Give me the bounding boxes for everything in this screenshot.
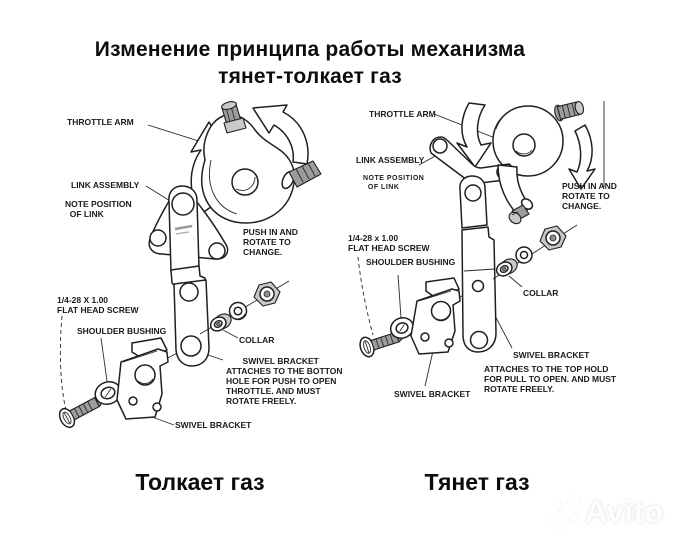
right-label-throttle-arm: THROTTLE ARM (369, 109, 436, 119)
washer-drawing (515, 246, 533, 264)
rotate-arrow-down-icon (456, 102, 492, 168)
right-label-note-position: NOTE POSITION OF LINK (363, 175, 425, 191)
left-label-collar: COLLAR (239, 335, 275, 345)
nut-drawing (539, 225, 567, 251)
throttle-arm-drawing (492, 105, 564, 177)
left-label-swivel-bracket: SWIVEL BRACKET (175, 420, 252, 430)
left-label-flat-head-screw: 1/4-28 X 1.00 FLAT HEAD SCREW (57, 295, 139, 315)
swivel-bracket-drawing (410, 277, 461, 355)
arm-screw-icon (508, 198, 534, 225)
right-label-swivel-bracket-right: SWIVEL BRACKET (513, 350, 590, 360)
page-title: Изменение принципа работы механизма тяне… (0, 36, 620, 90)
collar-drawing (209, 313, 232, 332)
throttle-arm-drawing (201, 113, 296, 224)
top-stud-icon (554, 100, 585, 122)
swivel-bracket-drawing (116, 337, 169, 420)
left-diagram-art (58, 101, 322, 429)
washer-drawing (228, 301, 248, 321)
avito-logo-icon (550, 495, 581, 530)
collar-drawing (495, 258, 518, 277)
left-label-push-rotate: PUSH IN AND ROTATE TO CHANGE. (243, 227, 298, 257)
title-line-1: Изменение принципа работы механизма (94, 38, 526, 61)
left-caption: Толкает газ (135, 469, 265, 495)
right-label-flat-head-screw: 1/4-28 x 1.00 FLAT HEAD SCREW (348, 233, 430, 253)
side-stud-icon (281, 160, 322, 190)
right-label-link-assembly: LINK ASSEMBLY (356, 155, 425, 165)
link-bar-drawing (459, 175, 497, 353)
right-label-collar: COLLAR (523, 288, 559, 298)
left-label-link-assembly: LINK ASSEMBLY (71, 180, 140, 190)
left-label-note-position: NOTE POSITION OF LINK (65, 199, 132, 219)
watermark-text: Avito (585, 494, 664, 529)
bushing-drawing (389, 317, 415, 339)
right-label-shoulder-bushing: SHOULDER BUSHING (366, 257, 456, 267)
rotate-arrow-right-icon (568, 124, 596, 190)
right-diagram-art (357, 100, 605, 387)
right-caption: Тянет газ (424, 469, 530, 495)
nut-drawing (253, 281, 281, 307)
right-label-swivel-note: ATTACHES TO THE TOP HOLD FOR PULL TO OPE… (484, 364, 617, 394)
rotate-arrow-right-icon (252, 104, 309, 165)
left-label-swivel-note: SWIVEL BRACKET ATTACHES TO THE BOTTON HO… (226, 356, 343, 406)
title-line-2: тянет-толкает газ (218, 65, 402, 88)
top-stud-icon (221, 101, 247, 134)
link-assembly-drawing (148, 185, 229, 367)
right-label-swivel-bracket: SWIVEL BRACKET (394, 389, 471, 399)
watermark: Avito (550, 488, 670, 536)
left-label-shoulder-bushing: SHOULDER BUSHING (77, 326, 167, 336)
left-label-throttle-arm: THROTTLE ARM (67, 117, 134, 127)
right-label-push-rotate: PUSH IN AND ROTATE TO CHANGE. (562, 181, 617, 211)
